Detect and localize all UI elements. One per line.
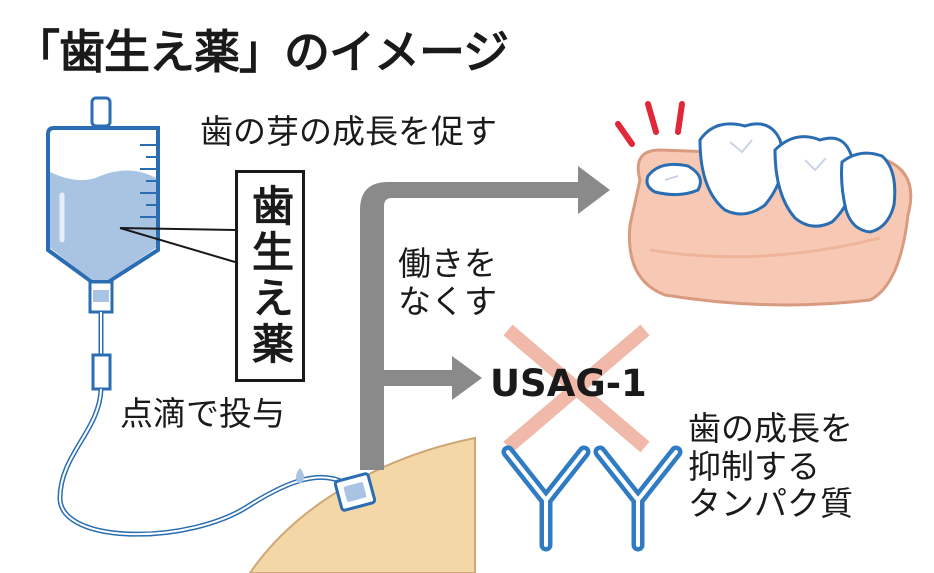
label-protein-line1: 歯の成長を [688,409,853,448]
teeth-illustration [627,122,913,307]
usag-1-label: USAG-1 [490,362,647,405]
label-protein-line3: タンパク質 [688,484,853,524]
callout-line [119,227,236,263]
label-disable-line2: なくす [398,281,497,321]
drug-label: 歯生え薬 [245,184,295,368]
label-protein-line2: 抑制する [688,446,820,486]
label-promote-growth: 歯の芽の成長を促す [200,112,497,151]
label-disable-function: 働きを なくす [398,245,497,320]
label-drip-administration: 点滴で投与 [120,394,285,433]
flow-arrows [360,166,610,470]
iv-tube [57,312,347,537]
impact-lines-icon [615,101,685,147]
page-title: 「歯生え薬」のイメージ [14,25,509,79]
x-mark-icon [503,324,650,453]
protein-y-icons [501,445,683,552]
drop-icon [296,468,304,484]
label-disable-line1: 働きを [398,244,497,283]
label-protein: 歯の成長を 抑制する タンパク質 [688,410,853,523]
iv-bag-icon [46,96,160,314]
drug-label-box: 歯生え薬 [235,170,305,382]
needle-patch-icon [333,472,377,512]
